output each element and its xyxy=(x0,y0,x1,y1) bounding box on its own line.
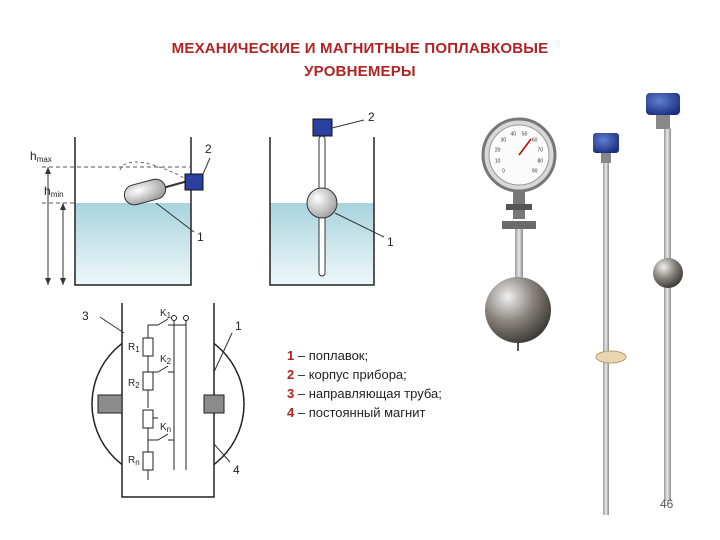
slide-title-line-1: МЕХАНИЧЕСКИЕ И МАГНИТНЫЕ ПОПЛАВКОВЫЕ xyxy=(171,40,549,57)
transmitter-rod-1 xyxy=(603,163,609,515)
gauge-scale-label: 40 xyxy=(511,132,517,138)
reed-circuit xyxy=(147,318,187,480)
gauge-scale-label: 80 xyxy=(538,159,544,165)
foam-float xyxy=(595,350,627,364)
resistor-rn xyxy=(142,451,154,471)
leader-2b xyxy=(331,119,365,129)
steel-ball-float xyxy=(485,277,551,343)
leader-2 xyxy=(202,157,211,175)
kn-label: Kn xyxy=(160,422,171,434)
k1-label: K1 xyxy=(160,308,172,320)
leader-3 xyxy=(99,316,125,334)
transmitter-photo xyxy=(593,93,683,515)
transmitter-neck-2 xyxy=(656,115,670,129)
leader-1 xyxy=(155,202,195,233)
resistor-r2 xyxy=(142,371,154,391)
gauge-scale-label: 0 xyxy=(502,169,505,175)
transmitter-rod-2 xyxy=(664,129,671,501)
gauge-needle xyxy=(518,138,532,156)
legend-item: 3 – направляющая труба; xyxy=(287,386,442,401)
hmax-label: hmax xyxy=(30,149,52,164)
gauge-scale-label: 60 xyxy=(532,137,538,143)
callout-2: 2 xyxy=(205,142,212,156)
gauge-flange xyxy=(506,204,532,210)
instrument-housing xyxy=(184,173,204,191)
leader-1c xyxy=(213,332,233,373)
leader-1b xyxy=(334,212,385,238)
page-number: 46 xyxy=(660,497,674,511)
steel-float-small xyxy=(653,258,683,288)
gauge-rod xyxy=(515,229,523,277)
tank-outline-2 xyxy=(269,137,375,286)
gauge-scale-label: 50 xyxy=(522,132,528,138)
legend-item: 1 – поплавок; xyxy=(287,348,369,363)
float-upper-position xyxy=(119,161,185,179)
instrument-housing-2 xyxy=(312,118,333,137)
resistor-mid xyxy=(142,409,154,429)
gauge-scale-label: 10 xyxy=(495,159,501,165)
callout-1: 1 xyxy=(197,230,204,244)
gauge-scale-label: 90 xyxy=(532,169,538,175)
lever-float-diagram: hmax hmin 2 1 xyxy=(30,137,212,286)
callout-1b: 1 xyxy=(387,235,394,249)
callout-2b: 2 xyxy=(368,110,375,124)
transmitter-head-1 xyxy=(593,133,619,153)
gauge-scale-label: 20 xyxy=(495,147,501,153)
rn-label: Rn xyxy=(128,455,140,467)
float xyxy=(123,178,167,206)
r2-label: R2 xyxy=(128,378,140,390)
magnet-left xyxy=(97,394,123,414)
k2-label: K2 xyxy=(160,354,172,366)
gauge-scale-label: 30 xyxy=(501,137,507,143)
rod-float-diagram: 2 1 xyxy=(269,110,394,286)
legend-item: 4 – постоянный магнит xyxy=(287,405,426,420)
r1-label: R1 xyxy=(128,342,140,354)
tank-outline xyxy=(74,137,192,286)
leader-4 xyxy=(213,443,231,463)
mount-flange xyxy=(502,221,536,229)
callout-4: 4 xyxy=(233,463,240,477)
gauge-scale-label: 70 xyxy=(538,147,544,153)
magnetic-float-diagram: 3 1 4 K1 K2 Kn R1 R2 Rn xyxy=(82,303,245,498)
ball-float xyxy=(306,187,338,219)
magnet-right xyxy=(203,394,225,414)
transmitter-head-2 xyxy=(646,93,680,115)
hmin-label: hmin xyxy=(44,184,64,199)
terminal-1 xyxy=(171,315,177,321)
legend-item: 2 – корпус прибора; xyxy=(287,367,407,382)
callout-1c: 1 xyxy=(235,319,242,333)
terminal-2 xyxy=(183,315,189,321)
legend: 1 – поплавок; 2 – корпус прибора; 3 – на… xyxy=(287,346,442,422)
slide-title-line-2: УРОВНЕМЕРЫ xyxy=(304,63,416,80)
transmitter-neck-1 xyxy=(601,153,611,163)
resistor-r1 xyxy=(142,337,154,357)
guide-tube-fill xyxy=(122,303,214,497)
water-fill xyxy=(75,203,191,285)
callout-3: 3 xyxy=(82,309,89,323)
